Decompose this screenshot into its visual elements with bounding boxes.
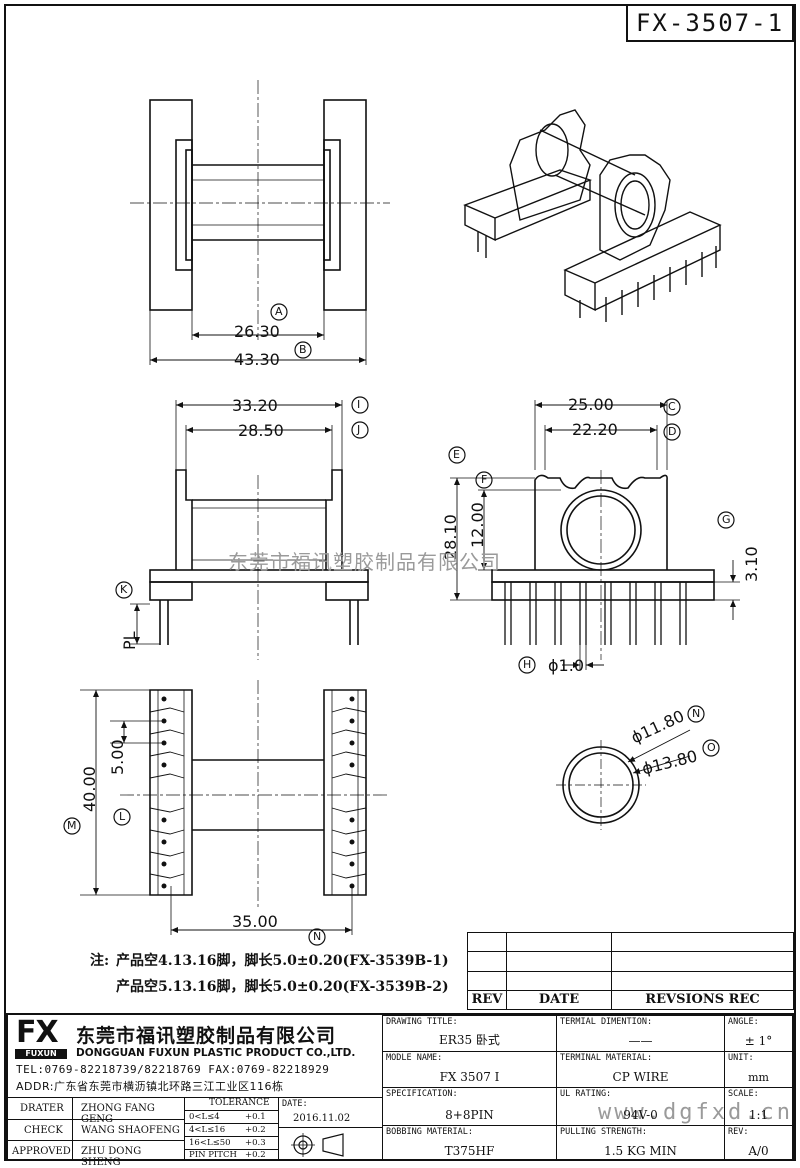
scale-label: SCALE: xyxy=(728,1089,759,1099)
dim-phi-1: ϕ1.0 xyxy=(548,656,584,675)
marker-l: L xyxy=(119,810,126,823)
dim-43-30: 43.30 xyxy=(234,350,280,369)
rev-col-header: REV xyxy=(467,989,507,1011)
tolerance-row-3-value: +0.3 xyxy=(245,1138,266,1148)
marker-h: H xyxy=(523,658,532,671)
approved-value: ZHU DONG SHENG xyxy=(81,1146,142,1168)
company-name-en: DONGGUAN FUXUN PLASTIC PRODUCT CO.,LTD. xyxy=(76,1047,356,1059)
url-watermark: www.dgfxd.cn xyxy=(598,1100,793,1125)
company-address: ADDR:广东省东莞市横沥镇北环路三江工业区116栋 xyxy=(16,1080,284,1093)
ul-rating-label: UL RATING: xyxy=(560,1089,612,1099)
drater-label: DRATER xyxy=(20,1103,64,1114)
marker-f: F xyxy=(481,473,488,486)
title-block: FX FUXUN 东莞市福讯塑胶制品有限公司 DONGGUAN FUXUN PL… xyxy=(6,1013,794,1168)
marker-m: M xyxy=(67,819,77,832)
revisions-col-header: REVSIONS REC xyxy=(611,989,794,1011)
marker-i: I xyxy=(357,398,361,411)
company-logo: FX xyxy=(16,1015,59,1050)
marker-j: J xyxy=(357,423,361,436)
date-value: 2016.11.02 xyxy=(293,1113,351,1124)
terminal-material-label: TERMINAL MATERIAL: xyxy=(560,1053,653,1063)
marker-d: D xyxy=(668,425,677,438)
dim-35-00: 35.00 xyxy=(232,912,278,931)
unit-value: mm xyxy=(748,1071,769,1084)
dim-3-10: 3.10 xyxy=(742,546,761,582)
bobbing-material-label: BOBBING MATERIAL: xyxy=(386,1127,473,1137)
date-label: DATE: xyxy=(282,1099,308,1109)
note-line-2: 产品空5.13.16脚，脚长5.0±0.20(FX-3539B-2) xyxy=(116,979,449,995)
dim-26-30: 26.30 xyxy=(234,322,280,341)
dim-22-20: 22.20 xyxy=(572,420,618,439)
tolerance-row-4: PIN PITCH xyxy=(189,1150,237,1160)
angle-value: ± 1° xyxy=(744,1034,773,1048)
dim-28-50: 28.50 xyxy=(238,421,284,440)
terminal-material-value: CP WIRE xyxy=(612,1070,669,1084)
specification-label: SPECIFICATION: xyxy=(386,1089,458,1099)
isometric-view xyxy=(463,109,722,322)
tolerance-label: TOLERANCE xyxy=(209,1098,270,1108)
dim-40-00: 40.00 xyxy=(80,766,99,812)
ul-rating-value: 94V-0 xyxy=(623,1108,658,1122)
company-logo-sub: FUXUN xyxy=(15,1049,67,1059)
front-view xyxy=(130,400,369,660)
top-view xyxy=(130,80,390,365)
rev-value: A/0 xyxy=(748,1144,769,1158)
marker-e: E xyxy=(453,448,460,461)
drawing-title-value: ER35 卧式 xyxy=(439,1033,500,1047)
marker-c: C xyxy=(668,400,676,413)
tolerance-row-3: 16<L≤50 xyxy=(189,1138,231,1148)
tolerance-row-2: 4<L≤16 xyxy=(189,1125,226,1135)
reference-marker-circles xyxy=(63,303,735,946)
bottom-view xyxy=(80,680,390,935)
tolerance-row-1-value: +0.1 xyxy=(245,1112,266,1122)
scale-value: 1:1 xyxy=(748,1108,769,1122)
marker-b: B xyxy=(299,343,307,356)
specification-value: 8+8PIN xyxy=(445,1108,494,1122)
rev-label: REV: xyxy=(728,1127,749,1137)
marker-o: O xyxy=(707,741,716,754)
approved-label: APPROVED xyxy=(12,1146,71,1157)
modle-name-value: FX 3507 I xyxy=(439,1070,500,1084)
check-label: CHECK xyxy=(24,1125,63,1136)
marker-k: K xyxy=(120,583,128,596)
pulling-strength-label: PULLING STRENGTH: xyxy=(560,1127,647,1137)
dim-12-00: 12.00 xyxy=(468,502,487,548)
tolerance-row-2-value: +0.2 xyxy=(245,1125,266,1135)
bobbing-material-value: T375HF xyxy=(444,1144,495,1158)
angle-label: ANGLE: xyxy=(728,1017,759,1027)
side-view xyxy=(450,400,740,670)
drawing-title-label: DRAWING TITLE: xyxy=(386,1017,458,1027)
unit-label: UNIT: xyxy=(728,1053,754,1063)
dim-pl: PL xyxy=(120,631,139,650)
marker-a: A xyxy=(275,305,283,318)
core-circle-detail xyxy=(556,729,691,830)
pulling-strength-value: 1.5 KG MIN xyxy=(604,1144,677,1158)
note-line-1: 产品空4.13.16脚，脚长5.0±0.20(FX-3539B-1) xyxy=(116,953,449,969)
marker-n-circle: N xyxy=(692,707,701,720)
note-prefix: 注: xyxy=(90,953,110,969)
modle-name-label: MODLE NAME: xyxy=(386,1053,443,1063)
part-number: FX-3507-1 xyxy=(635,9,785,37)
check-value: WANG SHAOFENG xyxy=(81,1125,180,1136)
terminal-dimention-label: TERMIAL DIMENTION: xyxy=(560,1017,653,1027)
projection-symbol-icon xyxy=(291,1133,344,1157)
company-watermark: 东莞市福讯塑胶制品有限公司 xyxy=(228,550,501,574)
dim-33-20: 33.20 xyxy=(232,396,278,415)
revision-table: REV DATE REVSIONS REC xyxy=(467,931,794,1011)
company-name-cn: 东莞市福讯塑胶制品有限公司 xyxy=(76,1025,337,1047)
tolerance-row-1: 0<L≤4 xyxy=(189,1112,220,1122)
tolerance-row-4-value: +0.2 xyxy=(245,1150,266,1160)
marker-n: N xyxy=(313,930,322,943)
dim-5-00: 5.00 xyxy=(108,739,127,775)
company-tel-fax: TEL:0769-82218739/82218769 FAX:0769-8221… xyxy=(16,1063,330,1076)
date-col-header: DATE xyxy=(506,989,612,1011)
dim-25-00: 25.00 xyxy=(568,395,614,414)
terminal-dimention-value: —— xyxy=(628,1034,653,1048)
marker-g: G xyxy=(722,513,731,526)
part-number-box: FX-3507-1 xyxy=(626,4,794,42)
